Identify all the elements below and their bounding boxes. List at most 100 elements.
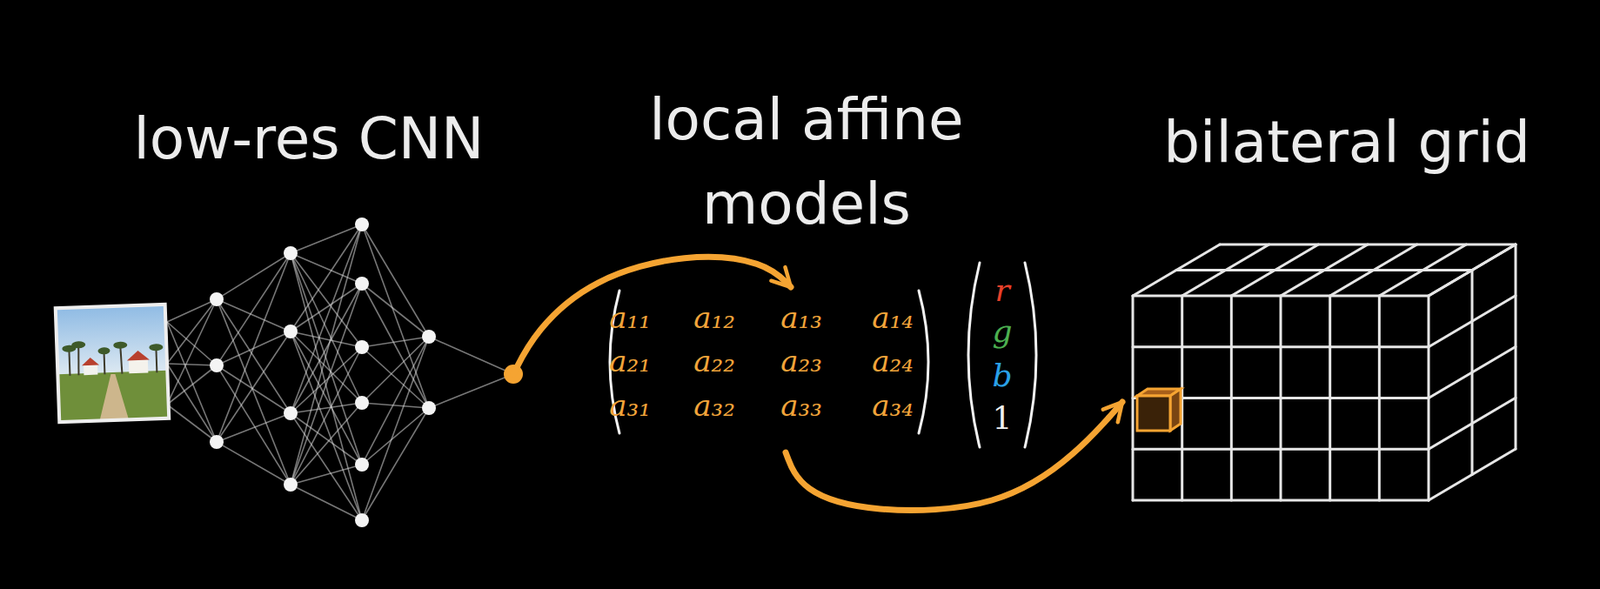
photo-trees	[68, 342, 157, 375]
photo-sky	[55, 304, 168, 378]
network-link	[361, 336, 429, 465]
network-neuron	[354, 276, 369, 291]
matrix-entry: a₂₄	[871, 345, 914, 378]
network-link	[216, 299, 291, 414]
network-neuron	[209, 435, 224, 449]
photo-path	[97, 373, 129, 422]
network-link	[216, 253, 291, 442]
network-link	[290, 253, 362, 348]
network-link	[290, 413, 362, 521]
right-paren	[918, 290, 929, 434]
network-neuron	[354, 395, 369, 410]
network-link	[216, 365, 291, 414]
curved-arrow	[785, 401, 1123, 511]
vector-entry: g	[991, 314, 1012, 349]
network-link	[361, 224, 429, 337]
vector-entry: r	[994, 273, 1010, 308]
matrix-entry: a₃₄	[871, 389, 914, 422]
network-link	[361, 283, 429, 337]
network-link	[167, 299, 217, 364]
bilateral-grid-block: bilateral grid	[1122, 234, 1527, 514]
network-neuron	[354, 217, 369, 232]
photo-palms	[61, 338, 163, 356]
network-neuron	[354, 340, 369, 355]
grid-line	[1132, 448, 1429, 451]
matrix-entry: a₁₂	[693, 301, 736, 335]
photo-roof	[127, 350, 150, 362]
grid-line	[1514, 244, 1518, 449]
network-link	[290, 224, 362, 254]
network-link	[361, 336, 429, 348]
right-paren	[1024, 262, 1037, 448]
network-link	[290, 331, 362, 348]
network-lines	[167, 224, 514, 521]
network-link	[167, 299, 217, 322]
network-link	[361, 408, 429, 465]
network-link	[428, 374, 514, 409]
network-neuron	[421, 401, 436, 416]
network-nodes	[209, 217, 436, 528]
network-link	[167, 363, 217, 366]
block-heading: low-res CNN	[133, 104, 485, 174]
network-link	[290, 283, 362, 485]
grid-cube	[1132, 244, 1516, 501]
network-link	[167, 365, 217, 405]
network-link	[167, 321, 217, 442]
grid-line	[1471, 270, 1474, 476]
input-photo	[55, 304, 170, 423]
affine-model-block: local affine models	[600, 287, 1045, 453]
network-link	[290, 464, 362, 485]
network-link	[167, 321, 217, 366]
network-link	[290, 347, 362, 485]
network-link	[216, 253, 291, 300]
photo-grass	[57, 370, 169, 422]
network-link	[428, 336, 514, 375]
grid-line	[1219, 243, 1516, 247]
block-heading: bilateral grid	[1163, 107, 1531, 177]
network-neuron	[354, 513, 369, 528]
photo-frame	[55, 304, 169, 422]
block-heading: local affine models	[615, 77, 998, 247]
matrix-entry: a₂₂	[693, 345, 736, 378]
photo-house	[83, 364, 98, 376]
network-link	[290, 283, 362, 414]
network-link	[361, 408, 429, 521]
network-link	[290, 484, 362, 521]
matrix-entry: a₁₁	[609, 301, 651, 335]
matrix-entry: a₂₁	[609, 345, 651, 378]
network-link	[361, 336, 429, 521]
network-link	[167, 404, 217, 442]
network-link	[361, 224, 429, 409]
grid-line	[1176, 268, 1473, 272]
network-link	[216, 413, 291, 442]
network-neuron	[283, 406, 298, 421]
network-link	[216, 441, 291, 485]
network-link	[290, 283, 362, 332]
left-paren	[968, 262, 980, 448]
network-link	[361, 402, 429, 409]
network-neuron	[283, 477, 298, 492]
matrix-entry: a₃₁	[609, 389, 651, 422]
matrix-entry: a₃₃	[780, 389, 823, 422]
vector-entry: b	[991, 358, 1012, 394]
matrix-entry: a₁₄	[871, 301, 914, 335]
network-link	[290, 402, 362, 414]
network-neuron	[283, 246, 298, 261]
matrix-entry: a₃₂	[693, 389, 736, 422]
vector-entry: 1	[992, 401, 1013, 436]
network-neuron	[354, 457, 369, 472]
network-link	[361, 336, 429, 403]
network-neuron	[421, 329, 436, 344]
network-link	[290, 413, 362, 465]
matrix-entry: a₁₃	[780, 301, 823, 335]
photo-roof	[81, 357, 100, 367]
network-link	[361, 283, 429, 409]
network-link	[216, 299, 291, 485]
network-link	[290, 224, 362, 485]
matrix-brackets	[609, 262, 1037, 448]
cnn-block: low-res CNN	[52, 208, 514, 531]
network-link	[167, 299, 217, 405]
network-neuron	[209, 292, 224, 307]
